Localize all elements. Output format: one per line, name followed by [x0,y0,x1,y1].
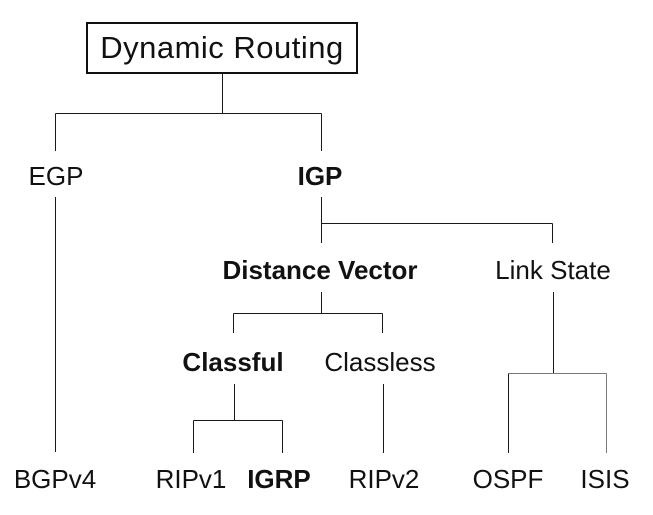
node-link-state: Link State [495,255,611,285]
node-ripv1: RIPv1 [155,464,227,494]
root-node-box: Dynamic Routing [86,22,358,74]
node-ospf: OSPF [472,464,544,494]
node-classless: Classless [324,347,436,377]
node-igrp: IGRP [247,464,311,494]
root-node-label: Dynamic Routing [100,30,344,65]
node-bgpv4: BGPv4 [13,464,97,494]
node-distance-vector: Distance Vector [222,255,418,285]
node-ripv2: RIPv2 [348,464,420,494]
node-classful: Classful [182,347,284,377]
node-egp: EGP [28,161,84,191]
node-igp: IGP [297,161,343,191]
node-isis: ISIS [580,464,630,494]
